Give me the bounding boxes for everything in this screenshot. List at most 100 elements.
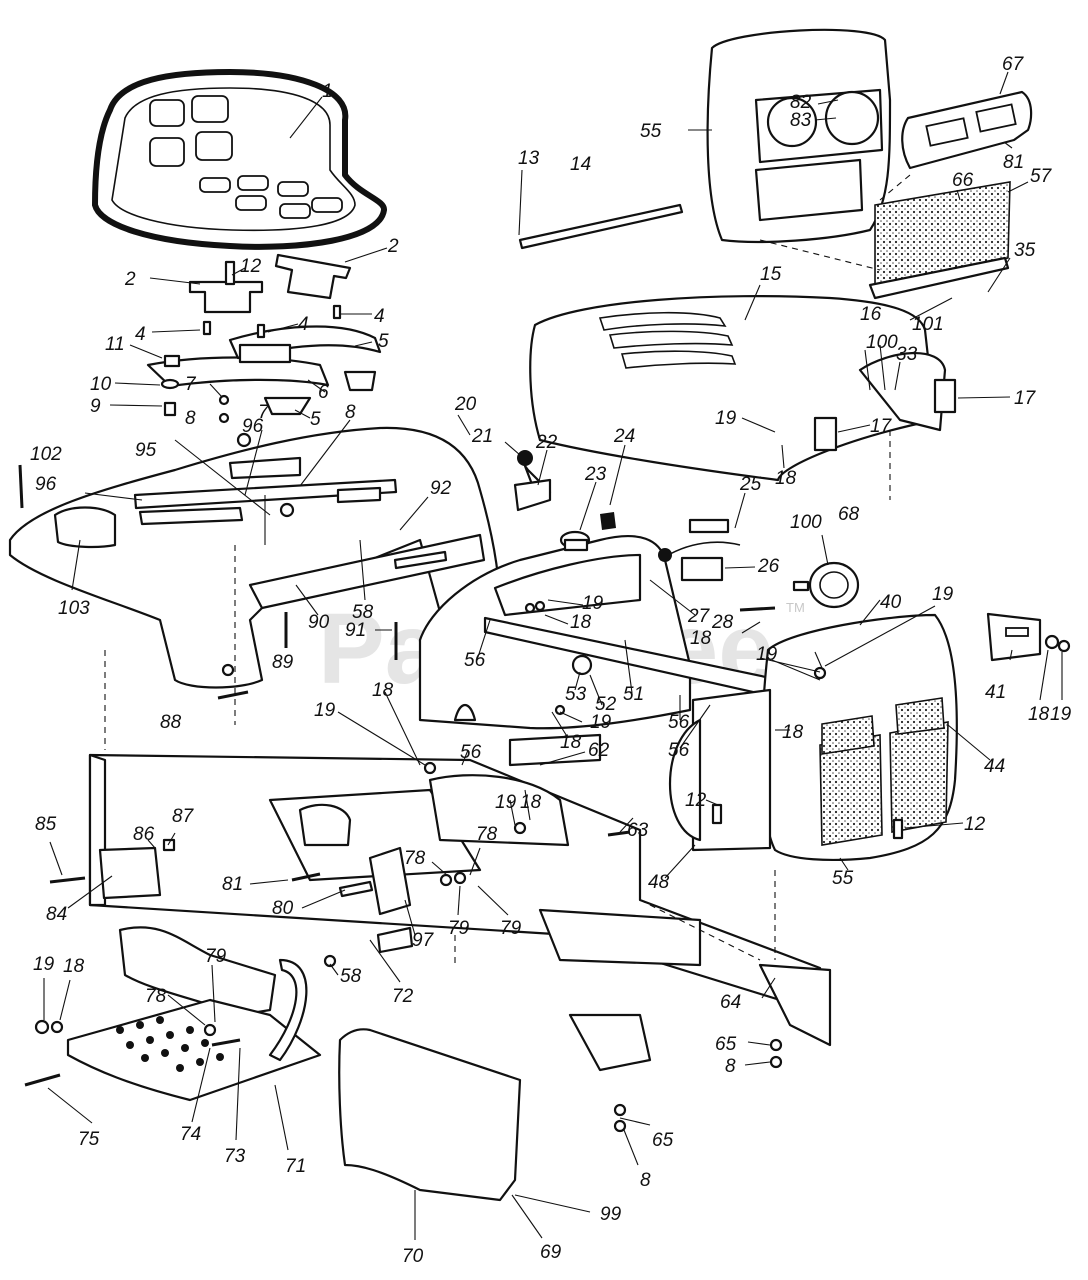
callout-25: 25 — [739, 474, 762, 495]
callout-51: 51 — [623, 684, 644, 705]
callout-100: 100 — [790, 512, 822, 533]
callout-78: 78 — [476, 824, 498, 845]
callout-81: 81 — [222, 874, 243, 895]
callout-97: 97 — [412, 930, 435, 951]
callout-92: 92 — [430, 478, 452, 499]
knob-24 — [600, 512, 616, 530]
callout-52: 52 — [595, 694, 617, 715]
rod-13-14 — [518, 169, 684, 250]
seat-hardware — [160, 260, 342, 424]
callout-4: 4 — [374, 306, 385, 327]
callout-12: 12 — [685, 790, 707, 811]
callout-55: 55 — [640, 121, 662, 142]
callout-74: 74 — [180, 1124, 201, 1145]
callout-79: 79 — [500, 918, 522, 939]
callout-64: 64 — [720, 992, 741, 1013]
callout-70: 70 — [402, 1246, 424, 1267]
gas-cap-23 — [559, 530, 591, 552]
front-grille-55 — [760, 613, 958, 862]
callout-80: 80 — [272, 898, 294, 919]
dash-insert-67 — [901, 90, 1033, 170]
seat — [92, 69, 387, 250]
callout-17: 17 — [870, 416, 893, 437]
callout-87: 87 — [172, 806, 195, 827]
callout-14: 14 — [570, 154, 591, 175]
callout-16: 16 — [860, 304, 882, 325]
leader-lines — [43, 71, 1063, 1240]
callout-6: 6 — [318, 382, 329, 403]
callout-8: 8 — [640, 1170, 651, 1191]
callout-68: 68 — [838, 504, 860, 525]
callout-8: 8 — [345, 402, 356, 423]
callout-12: 12 — [240, 256, 262, 277]
callout-66: 66 — [952, 170, 974, 191]
callout-28: 28 — [711, 612, 734, 633]
callout-19: 19 — [932, 584, 954, 605]
callout-72: 72 — [392, 986, 414, 1007]
callout-90: 90 — [308, 612, 330, 633]
callout-11: 11 — [105, 334, 125, 355]
callout-86: 86 — [133, 824, 155, 845]
callout-19: 19 — [715, 408, 737, 429]
callout-57: 57 — [1030, 166, 1053, 187]
callout-85: 85 — [35, 814, 57, 835]
callout-20: 20 — [454, 394, 477, 415]
callout-7: 7 — [185, 374, 197, 395]
callout-24: 24 — [613, 426, 635, 447]
callout-18: 18 — [560, 732, 582, 753]
callout-23: 23 — [584, 464, 607, 485]
callout-21: 21 — [471, 426, 493, 447]
callout-79: 79 — [448, 918, 470, 939]
callout-56: 56 — [668, 740, 690, 761]
callout-63: 63 — [627, 820, 649, 841]
callout-84: 84 — [46, 904, 67, 925]
callout-65: 65 — [715, 1034, 737, 1055]
hood — [529, 295, 957, 482]
callout-40: 40 — [880, 592, 902, 613]
callout-96: 96 — [35, 474, 57, 495]
callout-8: 8 — [185, 408, 196, 429]
callout-18: 18 — [775, 468, 797, 489]
callout-35: 35 — [1014, 240, 1036, 261]
callout-19: 19 — [1050, 704, 1072, 725]
callout-2: 2 — [124, 269, 136, 290]
seat-bracket-left — [188, 280, 264, 314]
cable-25-26 — [658, 518, 741, 582]
callout-18: 18 — [782, 722, 804, 743]
callout-89: 89 — [272, 652, 294, 673]
callout-56: 56 — [460, 742, 482, 763]
callout-4: 4 — [135, 324, 146, 345]
callout-78: 78 — [145, 986, 167, 1007]
watermark-tm: TM — [786, 600, 805, 615]
callout-26: 26 — [757, 556, 780, 577]
callout-95: 95 — [135, 440, 157, 461]
callout-53: 53 — [565, 684, 587, 705]
callout-44: 44 — [984, 756, 1005, 777]
callout-62: 62 — [588, 740, 610, 761]
callout-69: 69 — [540, 1242, 562, 1263]
callout-82: 82 — [790, 92, 812, 113]
cap-68 — [808, 561, 860, 609]
callout-12: 12 — [964, 814, 986, 835]
callout-1: 1 — [322, 81, 333, 102]
assembly-lines — [104, 174, 911, 965]
callout-7: 7 — [258, 402, 270, 423]
callout-99: 99 — [600, 1204, 622, 1225]
callout-17: 17 — [1014, 388, 1037, 409]
bracket-41 — [986, 612, 1042, 662]
callout-100: 100 — [866, 332, 898, 353]
callout-18: 18 — [690, 628, 712, 649]
callout-18: 18 — [63, 956, 85, 977]
callout-101: 101 — [912, 314, 944, 335]
callout-19: 19 — [314, 700, 336, 721]
callout-27: 27 — [687, 606, 711, 627]
callout-67: 67 — [1002, 54, 1025, 75]
callout-65: 65 — [652, 1130, 674, 1151]
callout-79: 79 — [205, 946, 227, 967]
callout-10: 10 — [90, 374, 112, 395]
dash-panel-55 — [706, 28, 892, 244]
callout-19: 19 — [756, 644, 778, 665]
callout-9: 9 — [90, 396, 101, 417]
